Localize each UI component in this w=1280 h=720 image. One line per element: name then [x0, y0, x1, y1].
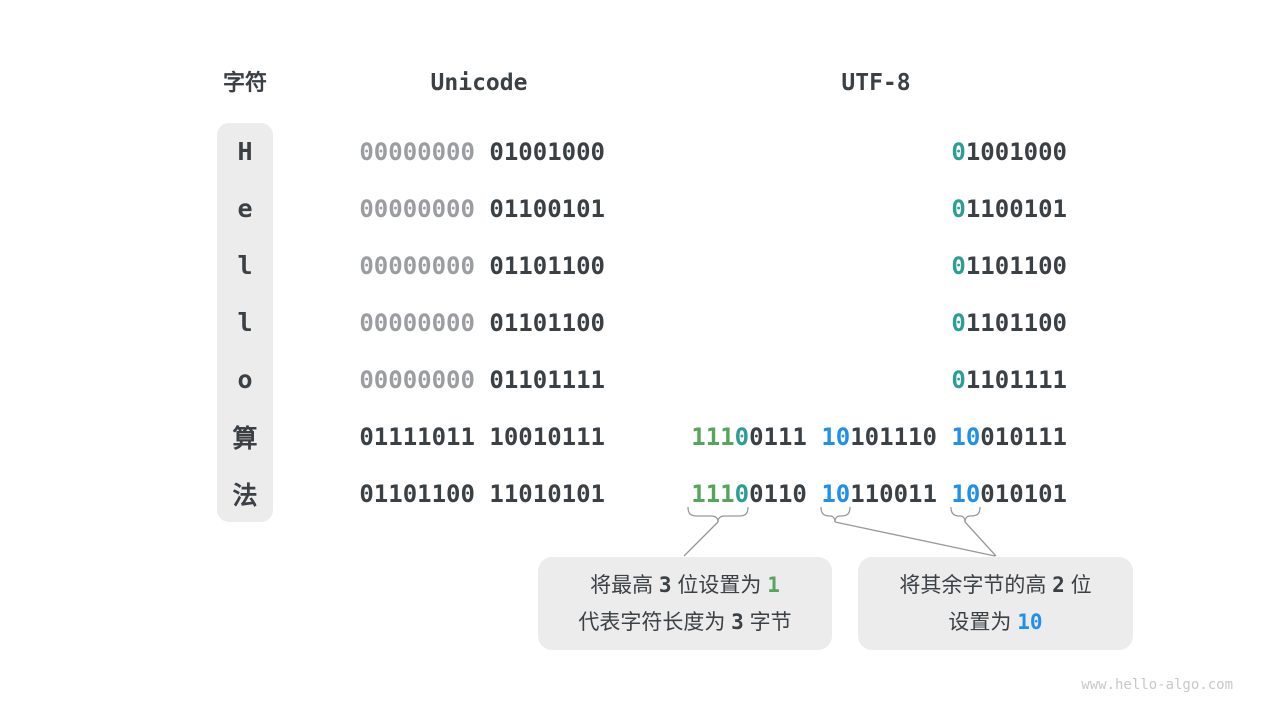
unicode-binary-cell: 01101100 11010101 — [359, 465, 605, 522]
text-segment: 0 — [951, 137, 966, 166]
text-segment: 0 — [951, 365, 966, 394]
unicode-binary-cell: 00000000 01101100 — [359, 294, 605, 351]
character-cell: l — [237, 251, 253, 280]
text-segment: 00000000 — [359, 137, 475, 166]
text-segment: 110011 — [850, 479, 937, 508]
text-segment: 01101111 — [489, 365, 605, 394]
text-segment: 0 — [734, 422, 750, 451]
text-segment: 01001000 — [489, 137, 605, 166]
callout-leading-bits: 将最高 3 位设置为 1 代表字符长度为 3 字节 — [538, 557, 832, 650]
text-segment: 111 — [691, 422, 735, 451]
text-segment: 将最高 — [590, 573, 659, 597]
connector-line-leading — [683, 521, 719, 557]
unicode-binary-cell: 00000000 01101111 — [359, 351, 605, 408]
column-header-utf8: UTF-8 — [841, 70, 911, 96]
callout-text-line: 代表字符长度为 3 字节 — [578, 606, 791, 639]
text-segment: 11010101 — [489, 479, 605, 508]
text-segment — [807, 423, 821, 451]
text-segment: 010111 — [980, 422, 1067, 451]
character-cell: 法 — [232, 481, 258, 510]
text-segment: 0110 — [749, 479, 807, 508]
text-segment: 111 — [691, 479, 735, 508]
column-header-character: 字符 — [222, 70, 268, 95]
text-segment: 位 — [1064, 573, 1092, 597]
text-segment: 1100101 — [965, 194, 1067, 223]
text-segment: 1101111 — [965, 365, 1067, 394]
text-segment: 10010111 — [489, 422, 605, 451]
text-segment: 101110 — [850, 422, 937, 451]
text-segment: 位设置为 — [671, 573, 768, 597]
text-segment: 10 — [821, 479, 851, 508]
text-segment: 00000000 — [359, 308, 475, 337]
text-segment: 0 — [951, 308, 966, 337]
column-header-unicode: Unicode — [430, 70, 528, 96]
character-cell: 算 — [232, 424, 258, 453]
text-segment: 00000000 — [359, 194, 475, 223]
text-segment: 0 — [951, 251, 966, 280]
text-segment — [937, 480, 951, 508]
text-segment: 1101100 — [965, 308, 1067, 337]
unicode-binary-cell: 00000000 01101100 — [359, 237, 605, 294]
text-segment: 01101100 — [489, 308, 605, 337]
text-segment: 1 — [767, 572, 780, 597]
text-segment: 01111011 — [359, 422, 475, 451]
text-segment: 0 — [951, 194, 966, 223]
text-segment — [475, 480, 489, 508]
text-segment — [475, 252, 489, 280]
character-cell: o — [237, 365, 253, 394]
unicode-binary-cell: 01111011 10010111 — [359, 408, 605, 465]
text-segment: 0 — [734, 479, 750, 508]
text-segment: 1101100 — [965, 251, 1067, 280]
text-segment: 代表字符长度为 — [578, 610, 732, 634]
text-segment: 10 — [821, 422, 851, 451]
text-segment: 2 — [1052, 572, 1065, 597]
callout-text-line: 设置为 10 — [948, 606, 1042, 639]
character-cell: H — [237, 137, 253, 166]
text-segment — [475, 138, 489, 166]
text-segment — [475, 423, 489, 451]
text-segment: 010101 — [980, 479, 1067, 508]
text-segment: 00000000 — [359, 251, 475, 280]
text-segment: 3 — [731, 609, 744, 634]
unicode-binary-cell: 00000000 01001000 — [359, 123, 605, 180]
text-segment: 01100101 — [489, 194, 605, 223]
character-cell: e — [237, 194, 253, 223]
text-segment — [475, 195, 489, 223]
text-segment: 字节 — [743, 610, 792, 634]
callout-text-line: 将最高 3 位设置为 1 — [590, 569, 780, 602]
text-segment: 3 — [658, 572, 672, 597]
callout-continuation-bits: 将其余字节的高 2 位设置为 10 — [858, 557, 1133, 650]
text-segment: 01101100 — [359, 479, 475, 508]
text-segment: 设置为 — [948, 610, 1018, 634]
text-segment: 10 — [951, 422, 981, 451]
character-cell: l — [237, 308, 253, 337]
text-segment: 10 — [951, 479, 981, 508]
text-segment — [475, 366, 489, 394]
text-segment — [937, 423, 951, 451]
text-segment — [475, 309, 489, 337]
text-segment: 00000000 — [359, 365, 475, 394]
text-segment: 10 — [1017, 609, 1043, 634]
connector-line-cont3 — [964, 521, 997, 557]
unicode-binary-cell: 00000000 01100101 — [359, 180, 605, 237]
text-segment: 将其余字节的高 — [899, 573, 1053, 597]
text-segment — [807, 480, 821, 508]
watermark: www.hello-algo.com — [1081, 677, 1233, 693]
text-segment: 01101100 — [489, 251, 605, 280]
text-segment: 1001000 — [965, 137, 1067, 166]
callout-text-line: 将其余字节的高 2 位 — [899, 569, 1091, 602]
text-segment: 0111 — [749, 422, 807, 451]
connector-line-cont2 — [834, 521, 996, 557]
